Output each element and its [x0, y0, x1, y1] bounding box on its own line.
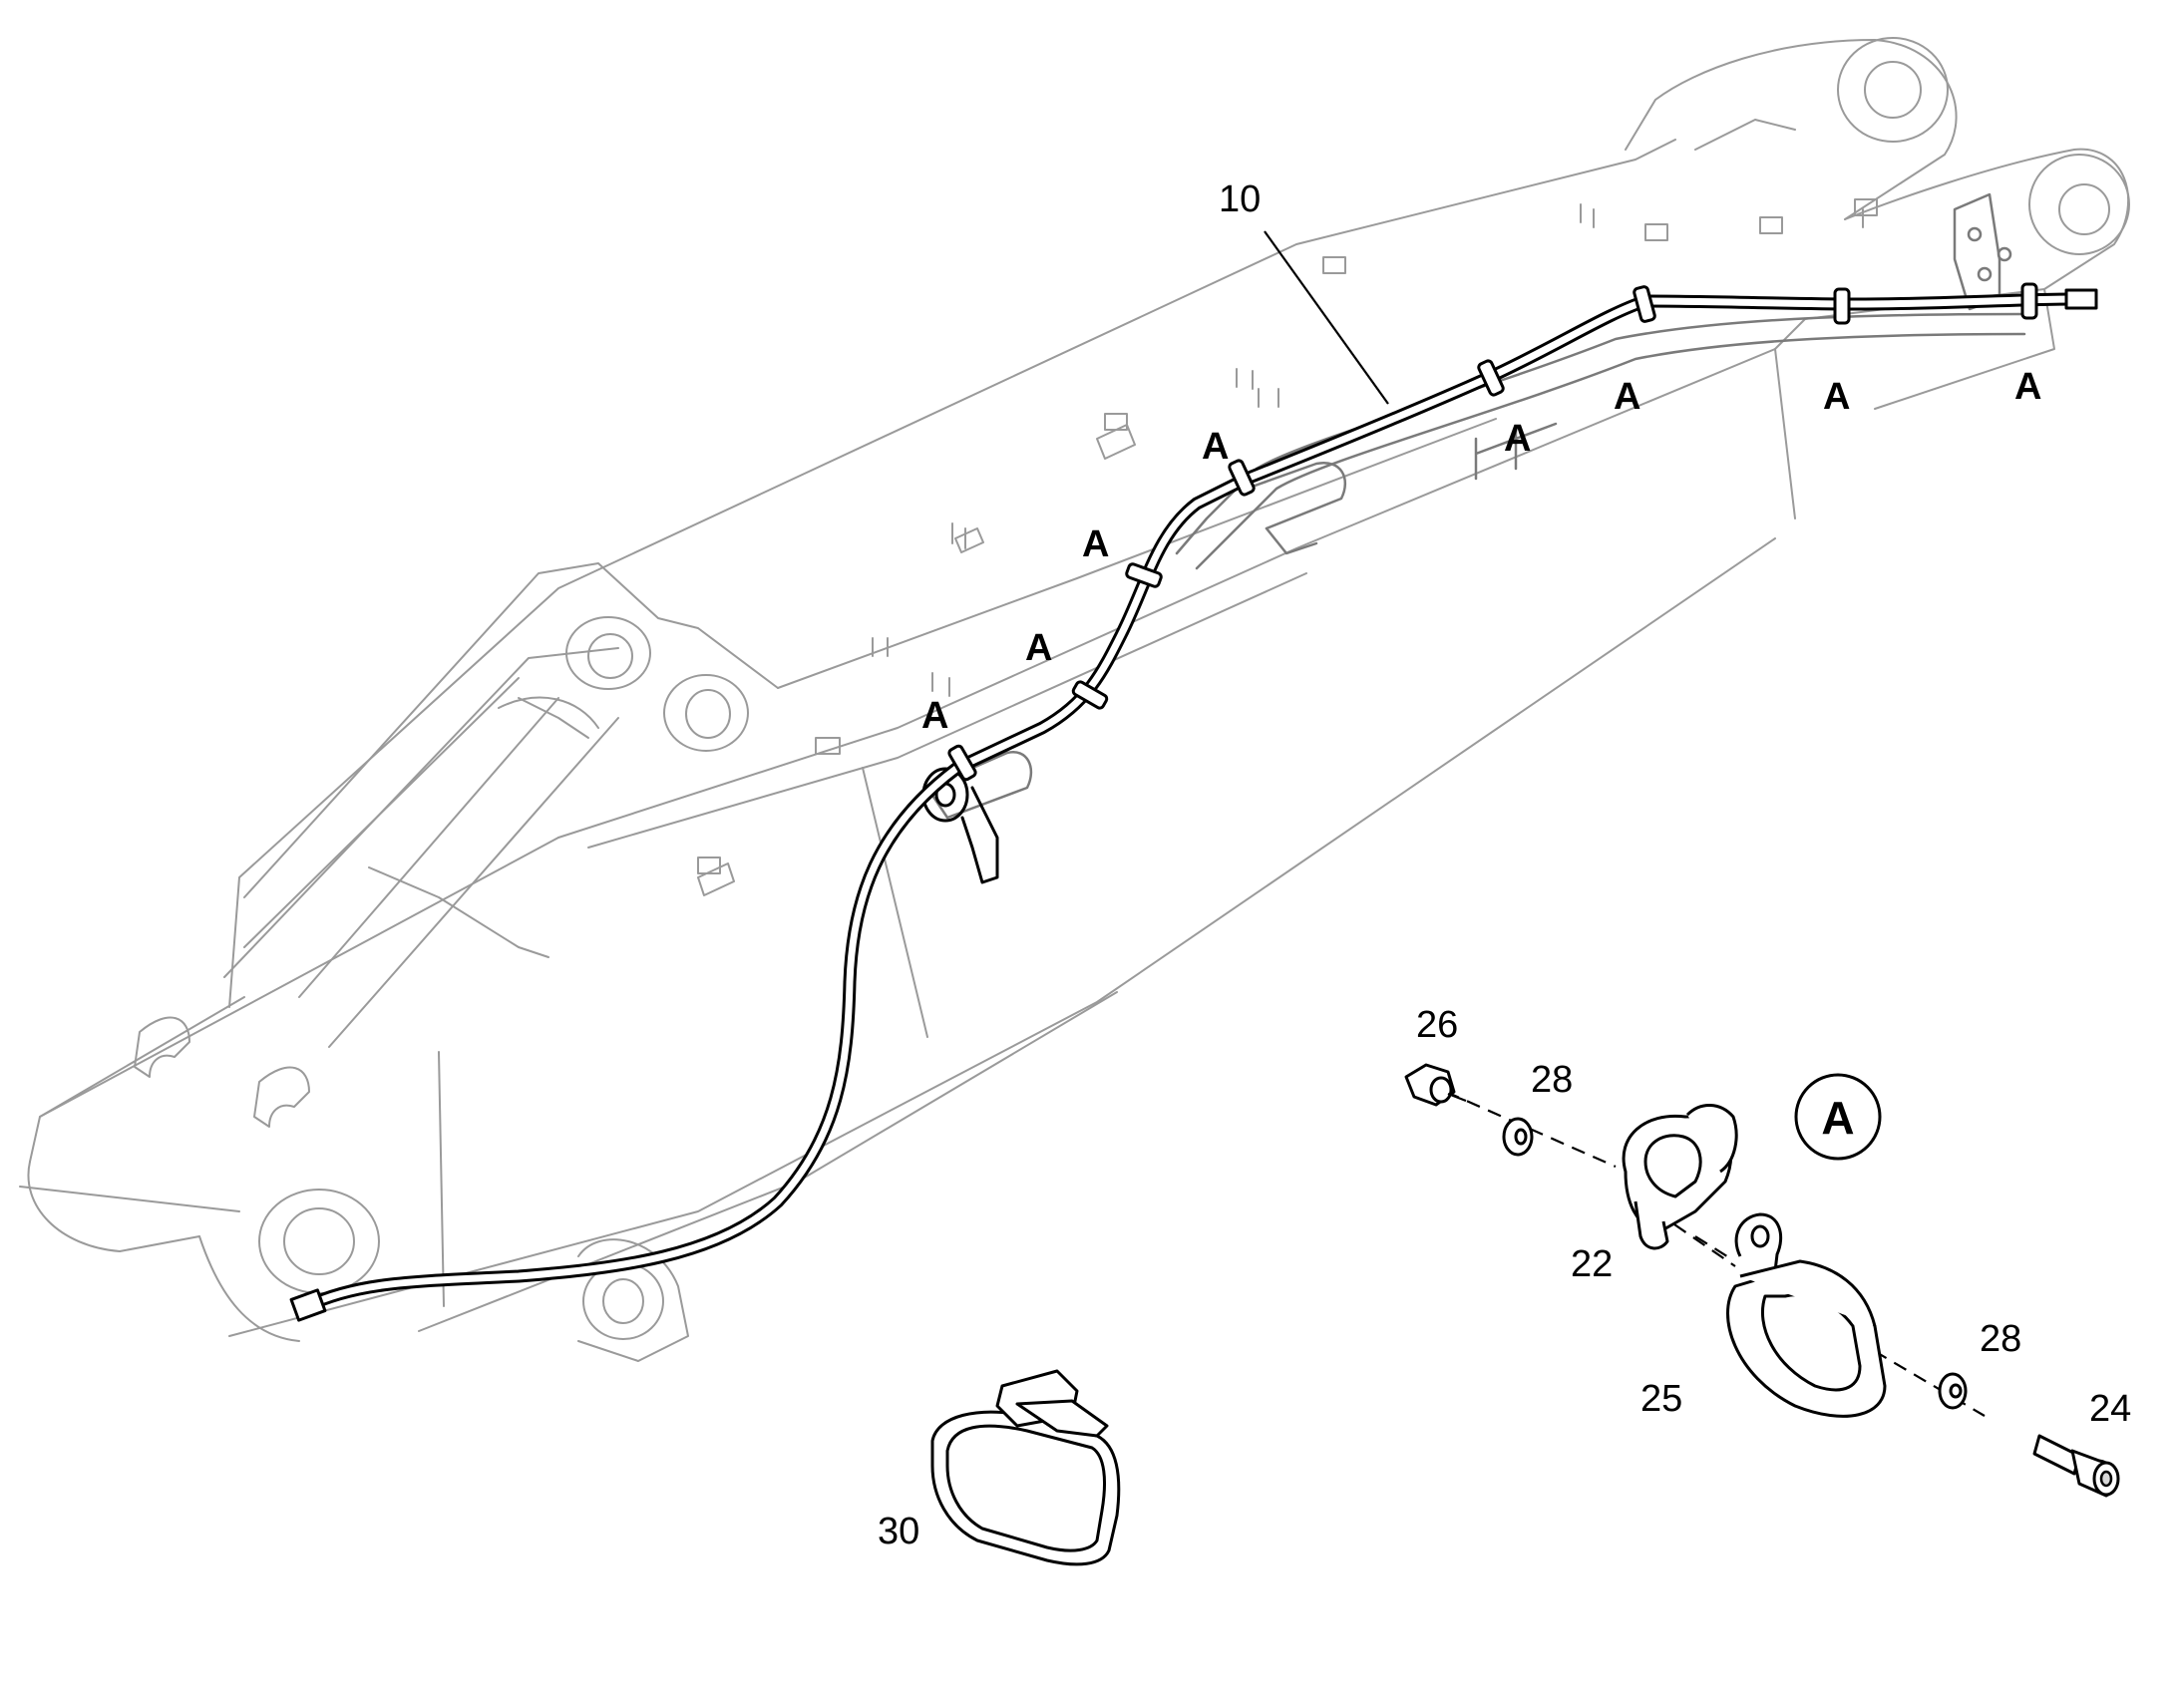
- clamp-marker: A: [1025, 627, 1052, 669]
- callout-28-lower: 28: [1980, 1318, 2021, 1360]
- callout-22: 22: [1571, 1243, 1613, 1285]
- strap-part: [930, 1369, 1121, 1566]
- clamp-half-part: [1622, 1104, 1738, 1250]
- callout-26: 26: [1416, 1004, 1458, 1046]
- hydraulic-hose: [289, 288, 2098, 1322]
- washer-lower-part: [1938, 1372, 1968, 1410]
- hose-clamps: [947, 282, 2038, 782]
- washer-upper-part: [1502, 1117, 1534, 1157]
- clamp-marker: A: [921, 695, 948, 737]
- callout-28-upper: 28: [1531, 1059, 1573, 1101]
- callout-30: 30: [878, 1511, 919, 1552]
- detail-a: A 26 28 22: [1404, 1004, 2131, 1498]
- clamp-marker: A: [1504, 418, 1531, 460]
- clamp-position-markers: A A A A A A A A: [921, 366, 2041, 737]
- nut-part: [1404, 1063, 1467, 1107]
- callout-25: 25: [1640, 1378, 1682, 1420]
- callout-10: 10: [1219, 178, 1389, 405]
- clamp-marker: A: [2014, 366, 2041, 408]
- clamp-marker: A: [1202, 426, 1229, 468]
- clamp-marker: A: [1614, 376, 1640, 418]
- screw-part: [2032, 1434, 2120, 1498]
- clamp-marker: A: [1823, 376, 1850, 418]
- detail-marker-circle: [1794, 1073, 1882, 1161]
- clamp-part: [1726, 1212, 1887, 1418]
- clamp-marker: A: [1082, 523, 1109, 565]
- svg-text:10: 10: [1219, 178, 1261, 220]
- callout-24: 24: [2089, 1388, 2131, 1430]
- detail-marker: A: [1821, 1092, 1854, 1144]
